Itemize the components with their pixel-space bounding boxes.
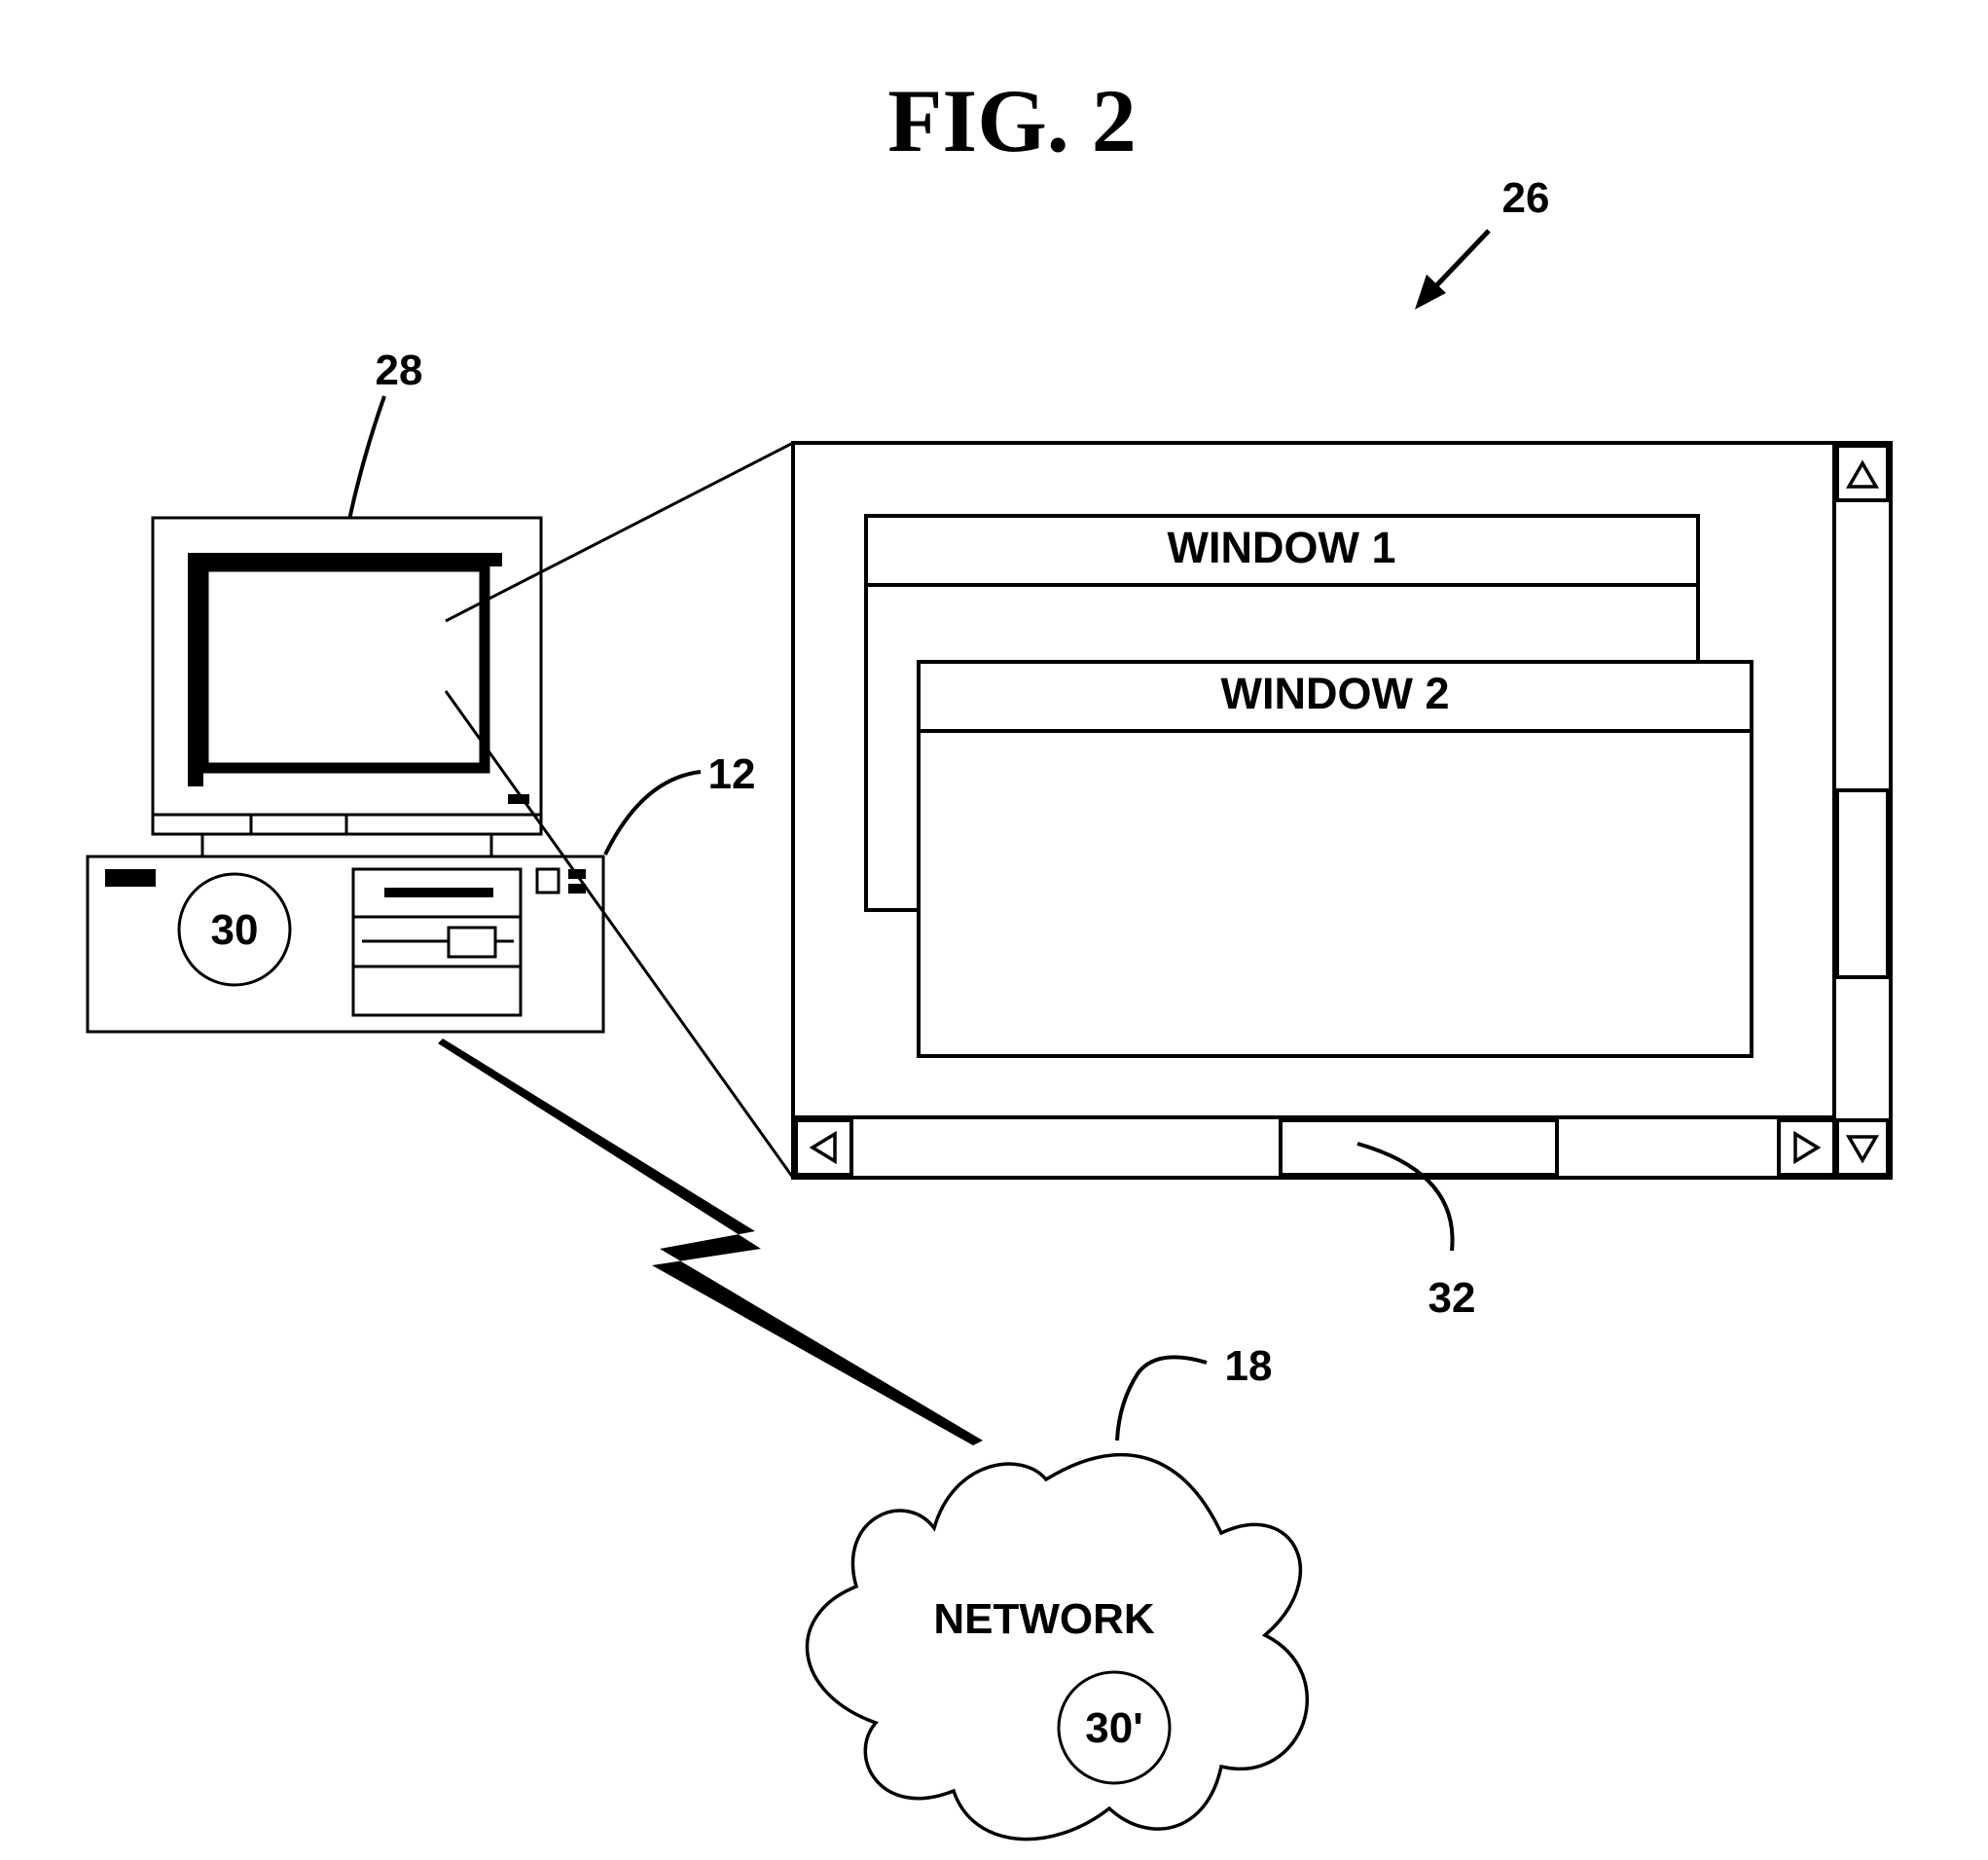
ref-18-label: 18 — [1225, 1342, 1273, 1390]
enlarged-display-26: WINDOW 1 WINDOW 2 — [793, 443, 1891, 1178]
arrow-26 — [1415, 231, 1489, 310]
scroll-up-button[interactable] — [1837, 446, 1888, 500]
network-cloud-18: NETWORK 30' — [807, 1455, 1307, 1840]
figure-title: FIG. 2 — [887, 71, 1137, 170]
network-label: NETWORK — [933, 1595, 1155, 1643]
leader-12 — [605, 772, 701, 855]
ref-32-label: 32 — [1428, 1274, 1476, 1322]
module-30prime-label: 30' — [1085, 1704, 1142, 1752]
vertical-scroll-thumb[interactable] — [1837, 790, 1888, 977]
window-2-title: WINDOW 2 — [1221, 669, 1450, 718]
window-1-title: WINDOW 1 — [1168, 523, 1396, 572]
ref-12-label: 12 — [708, 750, 756, 798]
power-indicator — [105, 869, 156, 887]
scroll-left-button[interactable] — [796, 1120, 851, 1175]
leader-18 — [1117, 1357, 1207, 1441]
scroll-right-button[interactable] — [1779, 1120, 1834, 1175]
monitor-screen — [188, 553, 502, 786]
ref-26-label: 26 — [1502, 174, 1550, 222]
cpu-case — [88, 857, 603, 1032]
ref-28-label: 28 — [376, 346, 423, 394]
window-2[interactable]: WINDOW 2 — [919, 662, 1752, 1056]
scroll-down-button[interactable] — [1837, 1120, 1888, 1175]
case-button-1 — [537, 869, 559, 893]
drive-bays — [353, 869, 521, 1015]
module-30-label: 30 — [211, 906, 259, 954]
computer-12: 30 — [88, 518, 603, 1032]
cloud-outline — [807, 1455, 1307, 1840]
horizontal-scroll-thumb[interactable] — [1281, 1120, 1557, 1175]
